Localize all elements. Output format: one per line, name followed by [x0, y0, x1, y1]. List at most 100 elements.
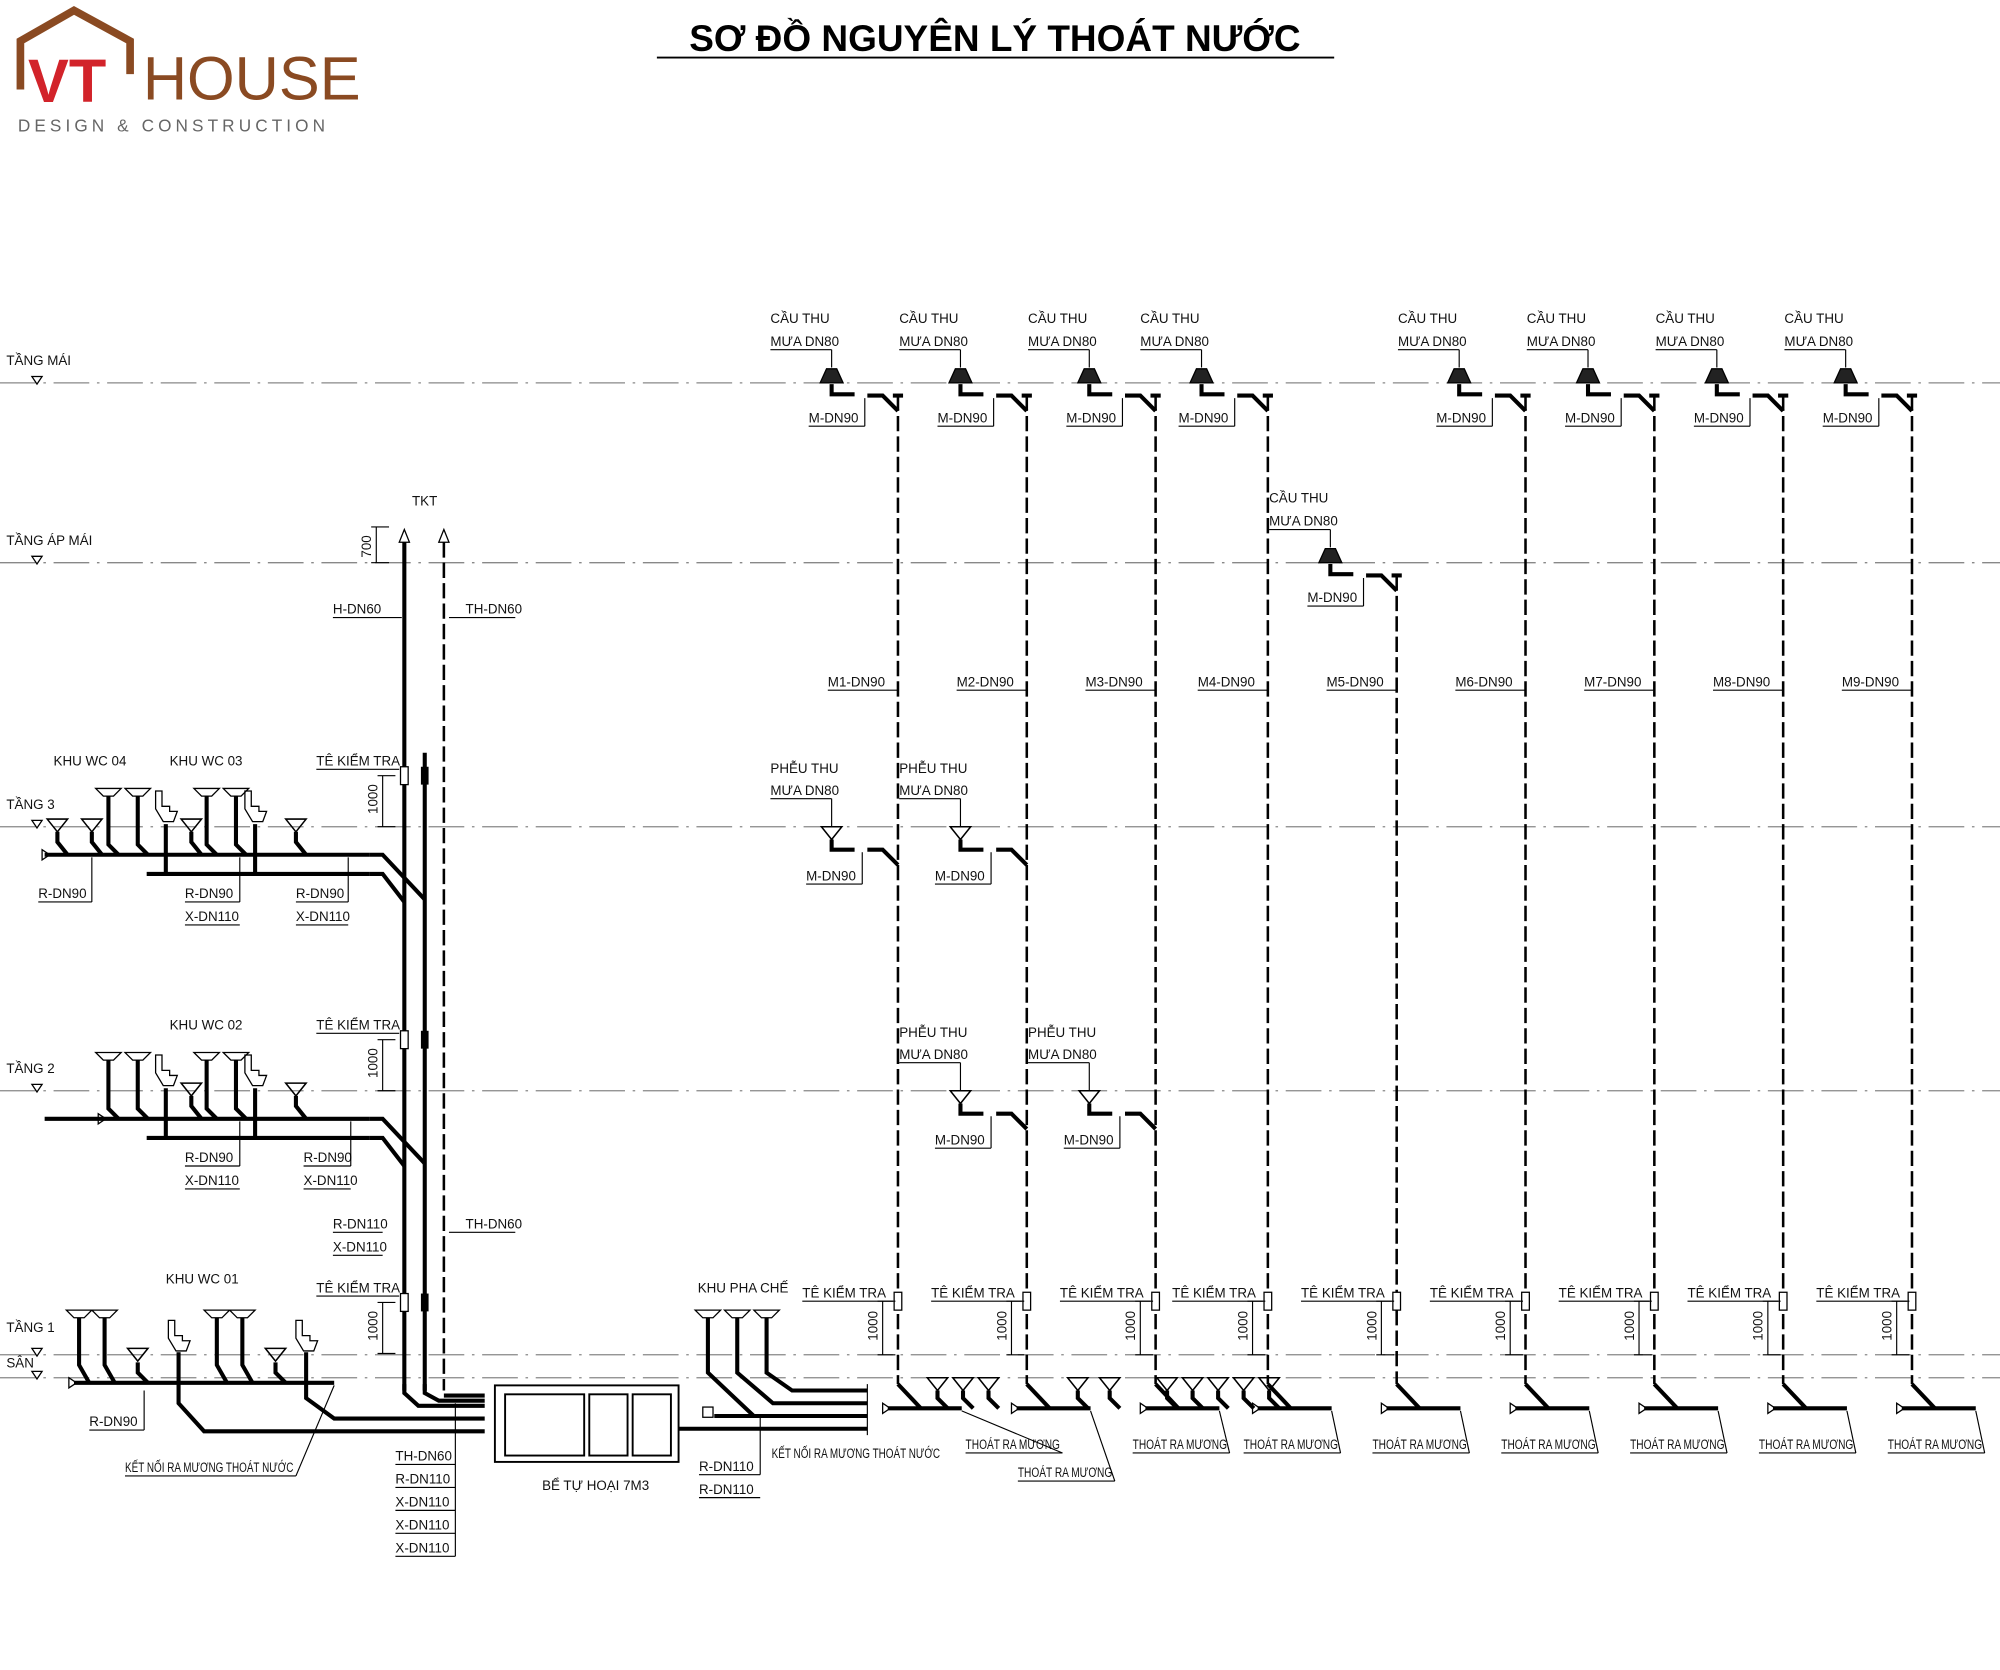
roof-drain-label: CẦU THU — [770, 311, 829, 326]
pipe-label: R-DN90 — [185, 886, 233, 901]
dimension-value: 1000 — [1880, 1311, 1895, 1341]
cleanout-icon — [1509, 1402, 1520, 1415]
rain-stack-label: M8-DN90 — [1713, 674, 1770, 689]
funnel-icon — [284, 1082, 308, 1098]
lavatory-pipe — [135, 1060, 150, 1121]
lavatory-icon — [752, 1309, 781, 1319]
dimension-value: 1000 — [1123, 1311, 1138, 1341]
rain-stack-label: M4-DN90 — [1198, 674, 1255, 689]
zone-label: KHU PHA CHẾ — [698, 1280, 789, 1295]
roof-drain-label: MƯA DN80 — [1269, 514, 1338, 529]
th-dn60-lower-label: TH-DN60 — [466, 1216, 522, 1231]
branch-label: M-DN90 — [935, 868, 985, 883]
check-tee-label: TÊ KIỂM TRA — [1688, 1285, 1772, 1300]
funnel-icon — [948, 1089, 973, 1105]
funnel-label: PHỄU THU — [899, 1025, 967, 1040]
yard-drain-pipe — [1075, 1390, 1090, 1410]
tank-inlet-label: TH-DN60 — [395, 1449, 451, 1464]
logo-roof-icon — [16, 6, 134, 90]
roof-drain-pipe — [1237, 393, 1270, 413]
zone-label: KHU WC 03 — [170, 753, 243, 768]
pipe-label: R-DN110 — [699, 1459, 754, 1474]
roof-drain-icon — [1833, 368, 1859, 384]
funnel-icon — [1066, 1376, 1090, 1392]
pipe — [829, 839, 855, 852]
outlet-label: THOÁT RA MƯƠNG — [1018, 1465, 1112, 1480]
leader-line — [1331, 1410, 1342, 1454]
pipe — [369, 1135, 406, 1168]
funnel-label: PHỄU THU — [1028, 1025, 1096, 1040]
check-tee-label: TÊ KIỂM TRA — [1172, 1285, 1256, 1300]
tank-label: BỂ TỰ HOẠI 7M3 — [542, 1478, 649, 1493]
funnel-icon — [819, 825, 844, 841]
funnel-icon — [284, 818, 308, 834]
cleanout-icon — [68, 1376, 78, 1390]
tank-chamber — [631, 1393, 672, 1457]
h-dn60-label: H-DN60 — [333, 602, 381, 617]
funnel-icon — [925, 1376, 950, 1392]
lavatory-pipe — [204, 796, 219, 857]
pipe-label: X-DN110 — [185, 909, 239, 924]
check-tee-icon — [420, 1293, 429, 1312]
dimension-value: 1000 — [1493, 1311, 1508, 1341]
pipe-label: R-DN110 — [699, 1482, 754, 1497]
dimension-value: 1000 — [1235, 1311, 1250, 1341]
roof-drain-label: MƯA DN80 — [1784, 334, 1853, 349]
lavatory-icon — [123, 787, 153, 797]
roof-drain-label: CẦU THU — [1028, 311, 1087, 326]
outlet-label: THOÁT RA MƯƠNG — [1244, 1437, 1338, 1452]
logo: VT HOUSE DESIGN & CONSTRUCTION — [16, 6, 361, 136]
level-label: TẦNG 1 — [6, 1320, 54, 1335]
branch-label: M-DN90 — [1179, 410, 1229, 425]
funnel-label: MƯA DN80 — [899, 783, 968, 798]
outlet-pipe — [1395, 1382, 1422, 1410]
dimension-value: 1000 — [1364, 1311, 1379, 1341]
rain-stack-label: M9-DN90 — [1842, 674, 1899, 689]
funnel-icon — [1097, 1376, 1122, 1392]
branch-label: M-DN90 — [1066, 410, 1116, 425]
outlet-label: THOÁT RA MƯƠNG — [1888, 1437, 1982, 1452]
roof-drain-pipe — [829, 384, 855, 397]
leader-line — [295, 1385, 335, 1477]
roof-drain-icon — [1076, 368, 1102, 384]
pipe — [135, 1362, 150, 1385]
outlet-label: THOÁT RA MƯƠNG — [1759, 1437, 1853, 1452]
leader-line — [961, 1410, 1063, 1454]
yard-drain-pipe — [960, 1390, 975, 1410]
funnel-icon — [1231, 1376, 1256, 1392]
x-branch-floor1 — [176, 1382, 485, 1434]
pipe-label: X-DN110 — [185, 1173, 239, 1188]
cleanout-icon — [1139, 1402, 1150, 1415]
lavatory-icon — [192, 1051, 221, 1061]
level-label: TẦNG ÁP MÁI — [6, 533, 92, 548]
roof-drain-icon — [1704, 368, 1730, 384]
level-marker-icon — [30, 819, 44, 830]
roof-drain-label: CẦU THU — [1398, 311, 1457, 326]
check-tee-label: TÊ KIỂM TRA — [316, 1018, 400, 1033]
funnel-icon — [948, 825, 973, 841]
roof-drain-icon — [1317, 548, 1343, 564]
level-marker-icon — [30, 1083, 44, 1094]
rain-stack-label: M1-DN90 — [828, 674, 885, 689]
level-marker-icon — [30, 1370, 44, 1381]
level-label: SÂN — [6, 1356, 34, 1371]
roof-drain-label: CẦU THU — [1527, 311, 1586, 326]
cleanout-icon — [1010, 1402, 1021, 1415]
branch-label: M-DN90 — [1307, 590, 1357, 605]
funnel-icon — [1257, 1376, 1281, 1392]
zone-label: KHU WC 01 — [166, 1271, 239, 1286]
cleanout-icon — [1638, 1402, 1648, 1415]
branch-label: M-DN90 — [938, 410, 988, 425]
leader-line — [1090, 1410, 1116, 1482]
x-branch-floor1 — [304, 1382, 485, 1421]
branch-label: M-DN90 — [1823, 410, 1873, 425]
lavatory-icon — [722, 1309, 752, 1319]
roof-drain-pipe — [1881, 393, 1914, 413]
cleanout-icon — [41, 848, 51, 862]
branch-label: M-DN90 — [1064, 1132, 1114, 1147]
roof-drain-label: CẦU THU — [1140, 311, 1199, 326]
roof-drain-label: CẦU THU — [1784, 311, 1843, 326]
zone-label: KHU WC 04 — [54, 753, 127, 768]
roof-drain-icon — [1446, 368, 1472, 384]
